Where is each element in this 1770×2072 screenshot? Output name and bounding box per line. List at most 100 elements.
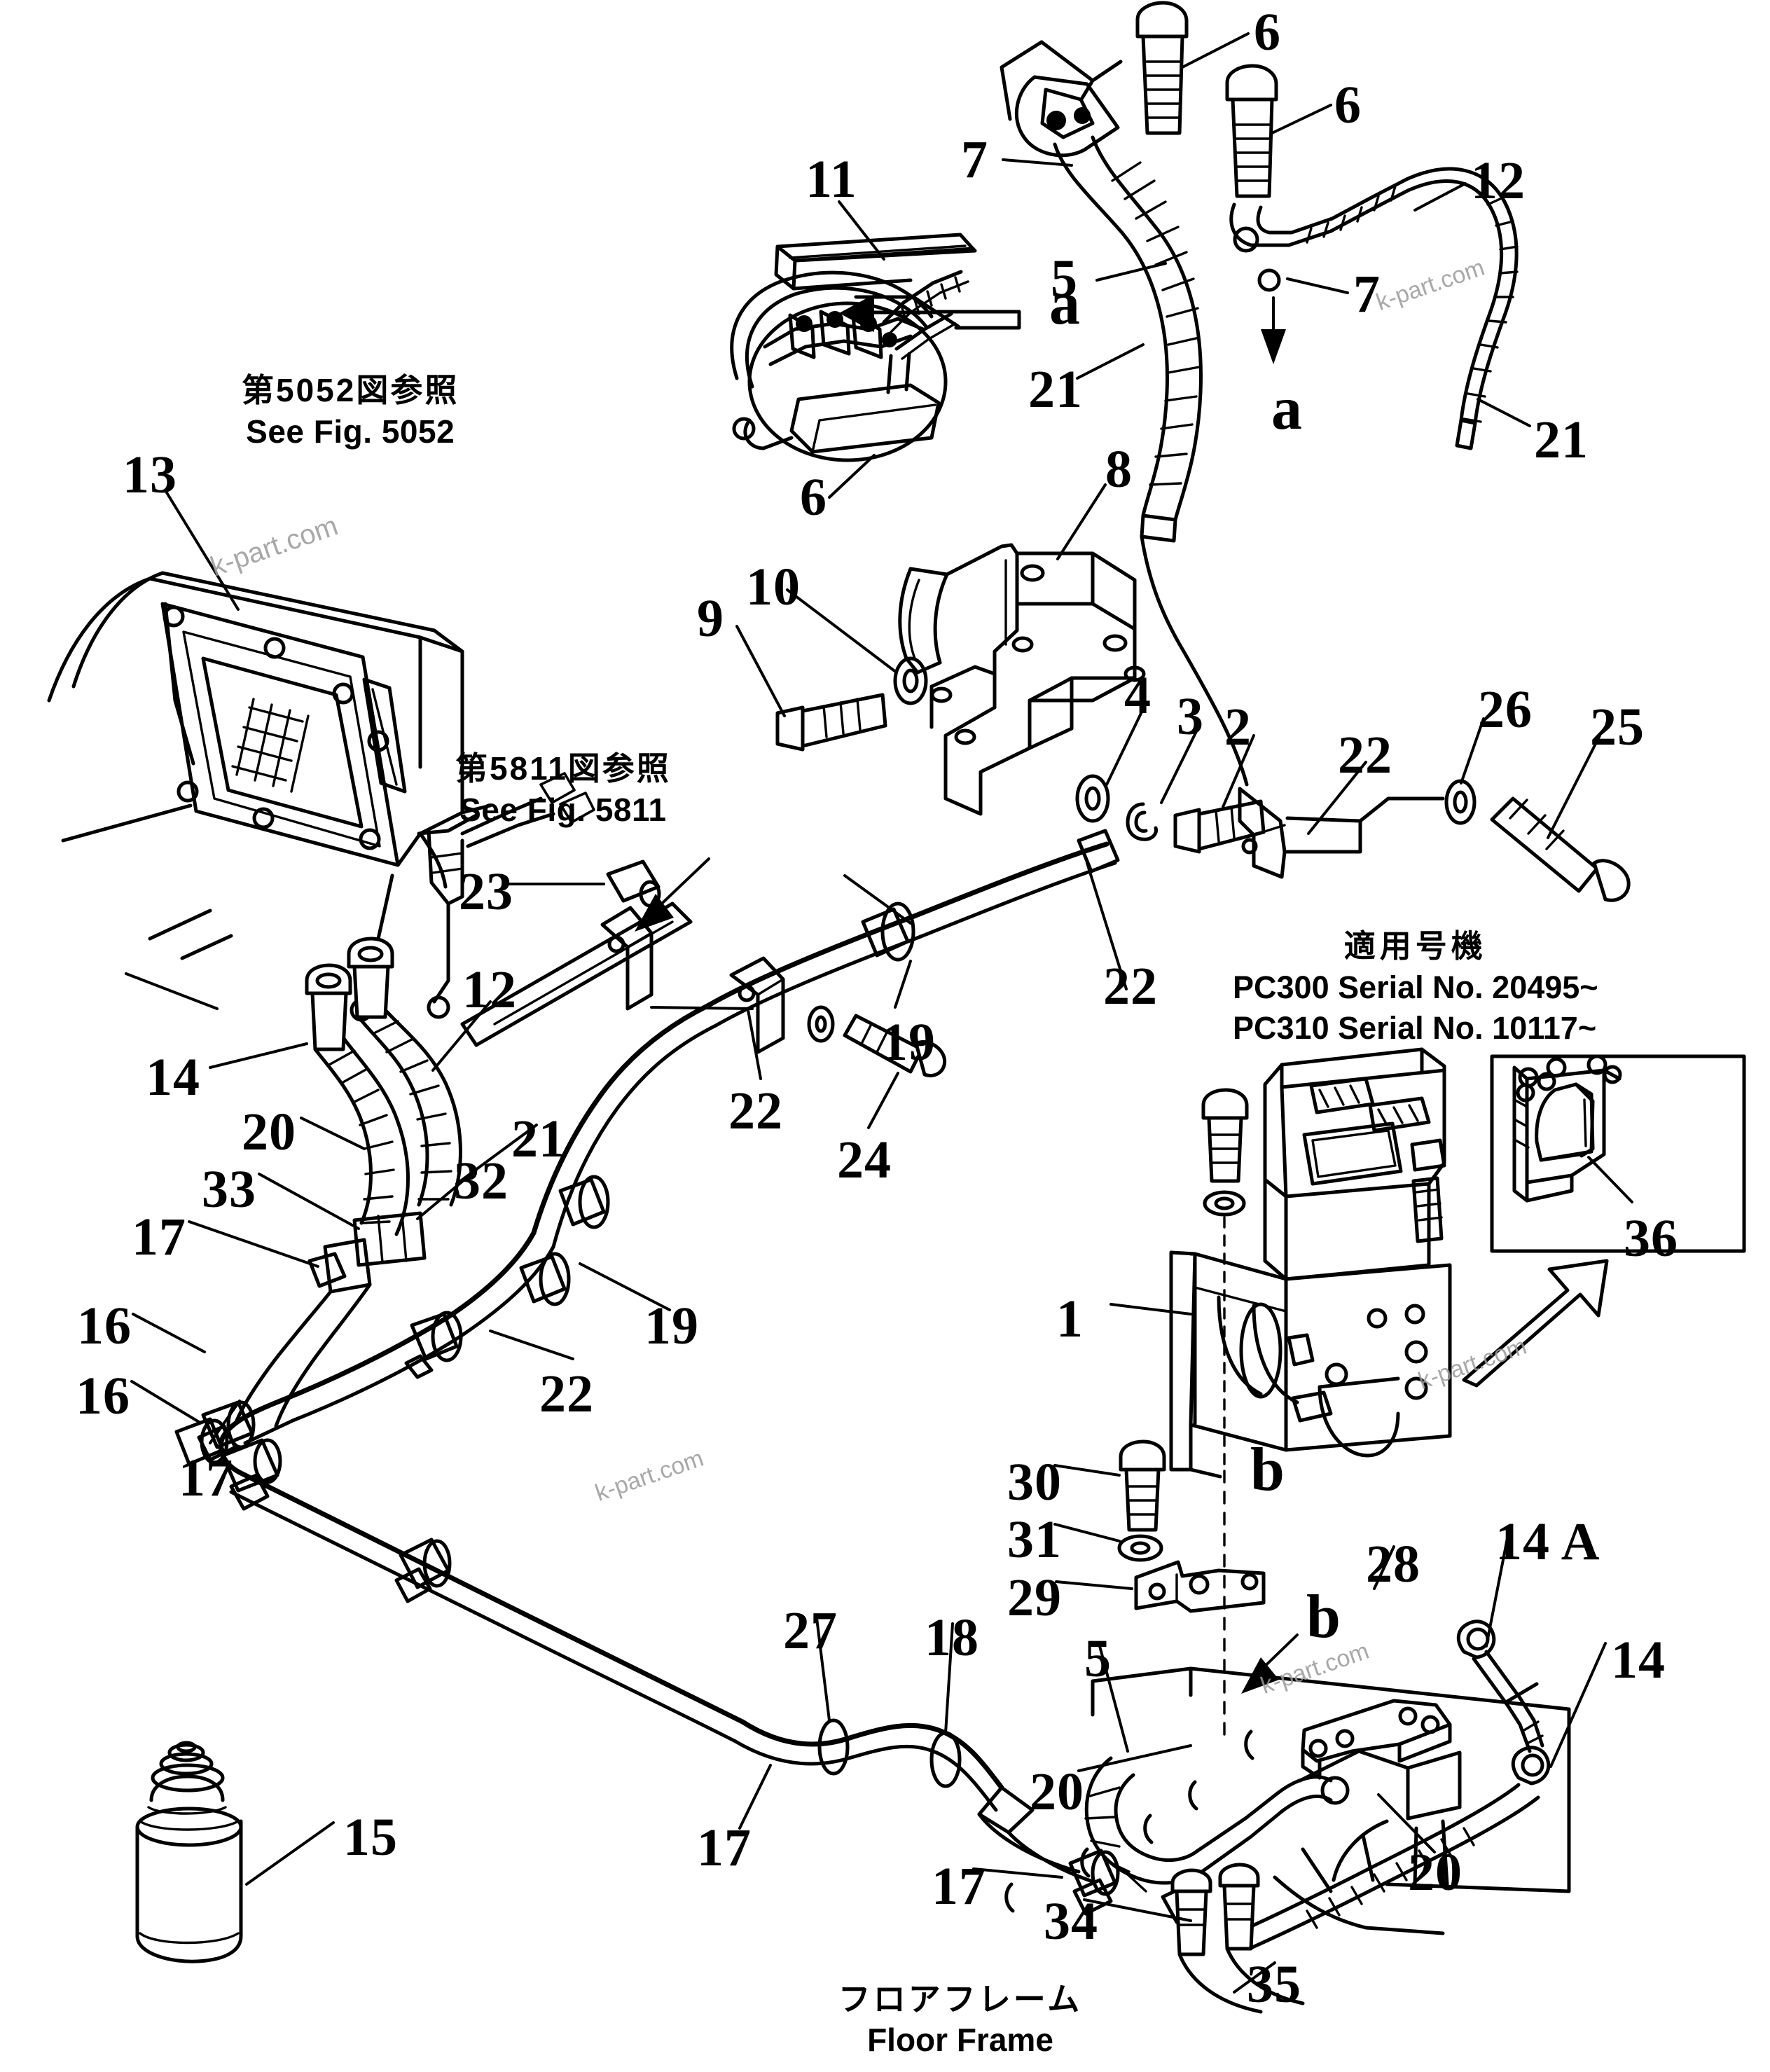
floor-plate <box>1091 1666 1571 1935</box>
leader-lines <box>125 32 1633 1994</box>
callout-6: 6 <box>1254 3 1281 62</box>
callout-33: 33 <box>202 1160 256 1219</box>
callout-23: 23 <box>459 862 513 921</box>
callout-11: 11 <box>806 150 857 209</box>
hose-18-27 <box>733 1718 1095 1884</box>
callout-22: 22 <box>1338 726 1392 785</box>
part-7-washer-top <box>1257 268 1281 292</box>
reference-note-5811-en: See Fig. 5811 <box>459 791 667 828</box>
part-25-bolt <box>1490 796 1631 902</box>
detail-b-arrow <box>1241 1634 1299 1694</box>
callout-22: 22 <box>539 1365 594 1423</box>
part-23-sleeve <box>606 859 661 908</box>
part-26-washer <box>1444 779 1477 825</box>
callout-22: 22 <box>728 1082 783 1140</box>
callout-2: 2 <box>1224 698 1252 757</box>
callout-21: 21 <box>1028 360 1083 419</box>
part-6-bolt-lower <box>1225 64 1278 198</box>
part-13-air-cleaner-box <box>47 571 595 1022</box>
part-24-bolt <box>807 1005 947 1077</box>
reference-note-5811-jp: 第5811図参照 <box>455 750 671 787</box>
callout-20: 20 <box>1030 1762 1084 1821</box>
detail-mark-b: b <box>1306 1583 1341 1651</box>
callout-12: 12 <box>462 960 517 1019</box>
callout-12: 12 <box>1471 151 1526 210</box>
pipe-run-main <box>218 787 1445 1743</box>
reference-note-5052-jp: 第5052図参照 <box>242 372 459 408</box>
part-rail-5811 <box>460 857 785 1054</box>
callout-28: 28 <box>1366 1535 1420 1594</box>
part-31-washer <box>1117 1534 1163 1562</box>
callout-3: 3 <box>1177 687 1204 746</box>
part-8-bracket-cover <box>898 543 1146 816</box>
callout-36: 36 <box>1624 1209 1678 1268</box>
hose-5 <box>1053 135 1249 787</box>
callout-19: 19 <box>881 1013 936 1072</box>
callout-19: 19 <box>644 1297 699 1355</box>
callout-1: 1 <box>1056 1290 1084 1348</box>
callout-21: 21 <box>511 1110 566 1168</box>
callout-20: 20 <box>1408 1843 1463 1902</box>
top-clamp-bracket <box>1000 40 1123 158</box>
callout-16: 16 <box>77 1297 132 1355</box>
callout-7: 7 <box>961 130 988 189</box>
part-15-filter <box>135 1741 243 1963</box>
part-6-bolt-upper <box>1135 1 1189 135</box>
part-3-lock-washer <box>1126 802 1158 841</box>
callout-7: 7 <box>1353 265 1381 324</box>
callout-17: 17 <box>132 1208 186 1266</box>
part-34-35-connectors <box>1161 1863 1305 2014</box>
reference-note-5052: 第5052図参照 See Fig. 5052 <box>242 370 459 453</box>
callout-17: 17 <box>697 1818 752 1877</box>
callout-5: 5 <box>1051 249 1078 308</box>
callout-9: 9 <box>697 589 724 648</box>
callout-14-A: 14 A <box>1495 1512 1600 1571</box>
part-9-bolt <box>775 693 887 752</box>
part-1-monitor-panel <box>1169 1047 1609 1479</box>
callout-17: 17 <box>932 1857 986 1916</box>
reference-note-5811: 第5811図参照 See Fig. 5811 <box>455 748 671 831</box>
floor-frame-caption: フロアフレーム Floor Frame <box>796 1980 1125 2061</box>
callout-17: 17 <box>179 1449 233 1507</box>
callout-8: 8 <box>1105 440 1133 499</box>
serial-applicability-note: 適用号機 PC300 Serial No. 20495~ PC310 Seria… <box>1233 926 1598 1049</box>
callout-24: 24 <box>837 1131 892 1189</box>
detail-mark-a: a <box>1049 270 1080 338</box>
hose-12-21-left <box>235 937 462 1428</box>
clamp-17-bottom <box>1068 1849 1120 1916</box>
callout-20: 20 <box>242 1103 296 1161</box>
detail-mark-a: a <box>1271 375 1302 443</box>
callout-5: 5 <box>1084 1629 1112 1688</box>
callout-30: 30 <box>1007 1453 1062 1512</box>
part-10-washer <box>893 656 928 705</box>
part-11-bracket <box>774 233 977 291</box>
callout-21: 21 <box>1534 410 1589 469</box>
detail-a-arrow-2 <box>839 294 1021 332</box>
callout-32: 32 <box>454 1152 509 1210</box>
part-29-bracket <box>1134 1560 1266 1613</box>
detail-mark-b: b <box>1250 1436 1285 1504</box>
callout-31: 31 <box>1007 1510 1062 1569</box>
callout-15: 15 <box>343 1808 398 1867</box>
detail-a-arrow <box>1261 296 1286 364</box>
reference-note-5052-en: See Fig. 5052 <box>246 413 455 450</box>
callout-14: 14 <box>146 1048 200 1107</box>
callout-14: 14 <box>1611 1631 1666 1690</box>
serial-note-line-2: PC310 Serial No. 10117~ <box>1233 1010 1597 1046</box>
callout-16: 16 <box>76 1367 130 1425</box>
hose-12-top-right <box>1229 167 1519 450</box>
callout-10: 10 <box>746 558 801 616</box>
callout-22: 22 <box>1103 957 1158 1016</box>
callout-18: 18 <box>925 1608 979 1667</box>
part-4-washer <box>1075 774 1110 823</box>
callout-6: 6 <box>1334 76 1362 134</box>
grille-mesh <box>231 698 310 793</box>
callout-35: 35 <box>1247 1955 1301 2014</box>
floor-frame-caption-jp: フロアフレーム <box>838 1981 1083 2017</box>
callout-6: 6 <box>800 468 827 527</box>
callout-27: 27 <box>783 1601 838 1660</box>
inset-box-36 <box>1490 1054 1746 1253</box>
callout-4: 4 <box>1124 666 1152 725</box>
part-30-bolt <box>1119 1439 1166 1532</box>
